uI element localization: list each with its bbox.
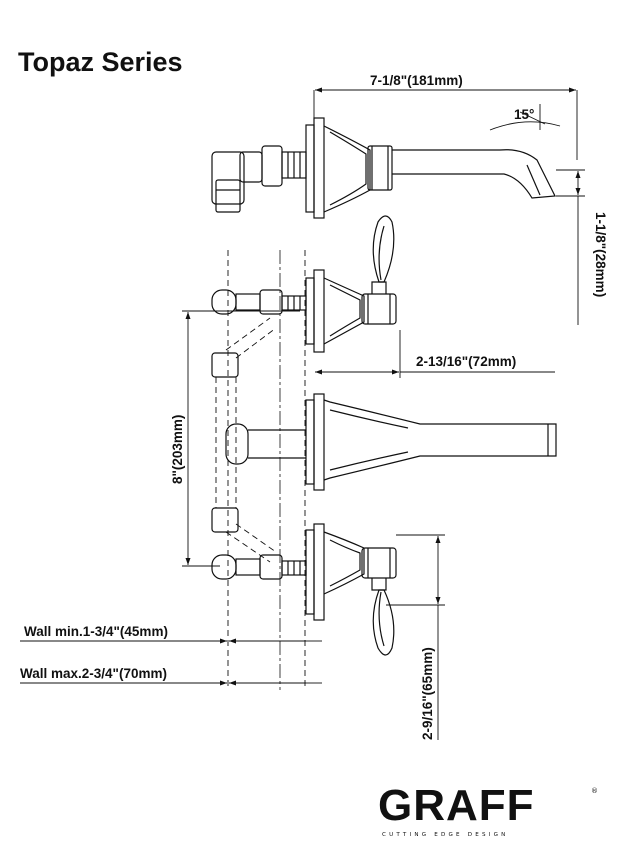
bottom-handle: [305, 523, 397, 656]
top-handle: [305, 215, 397, 353]
spout-height-dimension: 1-1/8"(28mm): [556, 169, 608, 325]
wall-max-label: Wall max.2-3/4"(70mm): [20, 666, 167, 681]
wall-lines: [227, 250, 306, 690]
graff-logo: GRAFF ® CUTTING EDGE DESIGN: [378, 781, 598, 838]
center-spacing-dimension: 8"(203mm): [170, 310, 300, 567]
handle-height-label: 2-9/16"(65mm): [420, 647, 435, 740]
center-spacing-label: 8"(203mm): [170, 415, 185, 484]
rough-valve-piping: [211, 289, 307, 580]
overall-length-label: 7-1/8"(181mm): [370, 73, 463, 88]
handle-projection-dimension: 2-13/16"(72mm): [315, 330, 555, 378]
spout-angle-label: 15°: [514, 107, 534, 122]
handle-projection-label: 2-13/16"(72mm): [416, 354, 516, 369]
spout-height-label: 1-1/8"(28mm): [593, 212, 608, 297]
handle-height-dimension: 2-9/16"(65mm): [386, 534, 445, 740]
side-elevation: [211, 104, 561, 219]
wall-min-label: Wall min.1-3/4"(45mm): [24, 624, 168, 639]
brand-logo: GRAFF: [378, 781, 535, 830]
wall-max-dimension: Wall max.2-3/4"(70mm): [20, 666, 322, 686]
brand-tagline: CUTTING EDGE DESIGN: [382, 832, 509, 838]
center-spout: [305, 393, 557, 491]
wall-min-dimension: Wall min.1-3/4"(45mm): [20, 624, 322, 644]
registered-mark: ®: [591, 787, 598, 795]
page-title: Topaz Series: [18, 47, 183, 77]
overall-length-dimension: 7-1/8"(181mm): [313, 73, 578, 160]
